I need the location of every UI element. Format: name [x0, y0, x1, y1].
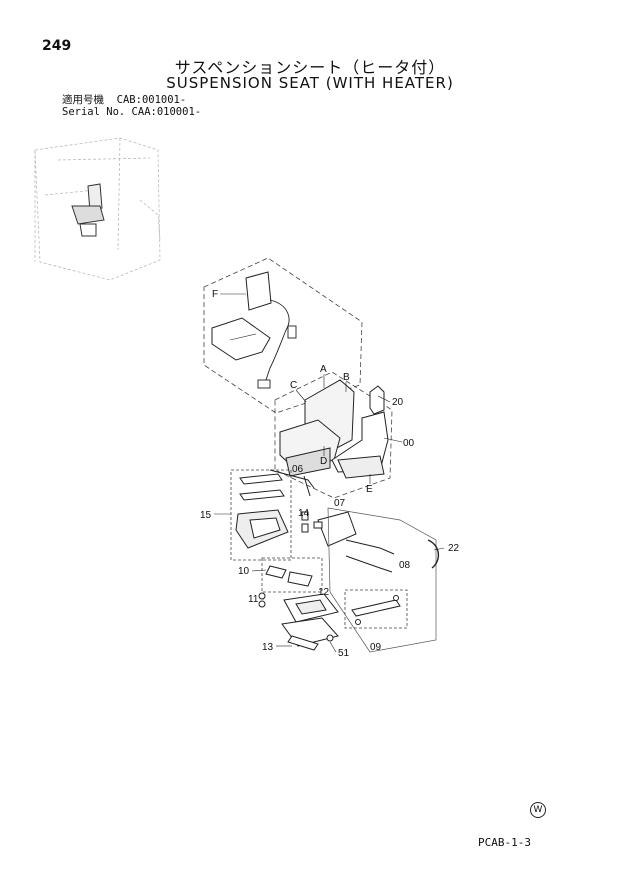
page-title-japanese: サスペンションシート（ヒータ付） [174, 58, 446, 77]
serial-value-1: CAB:001001- [116, 94, 187, 106]
page-code: PCAB-1-3 [478, 836, 531, 849]
callout-C: C [290, 380, 297, 391]
cab-locator-illustration [34, 137, 161, 281]
lever-dashed-box [327, 507, 437, 653]
serial-value-2: CAA:010001- [131, 106, 202, 118]
callout-12: 12 [318, 587, 330, 598]
cover-22 [427, 539, 439, 569]
cab-locator-seat [71, 183, 105, 237]
seat-illustration [279, 379, 355, 477]
serial-info: 適用号機 CAB:001001- Serial No. CAA:010001- [62, 94, 201, 118]
heater-wiring [257, 299, 297, 389]
callout-20: 20 [392, 397, 404, 408]
base-plate-12 [283, 593, 339, 623]
callout-F: F [212, 289, 218, 300]
slide-rails [235, 473, 289, 549]
callout-A: A [320, 364, 327, 375]
callout-22: 22 [448, 543, 460, 554]
serial-row-2: Serial No. CAA:010001- [62, 106, 201, 118]
lever-06 [269, 469, 315, 497]
serial-row-1: 適用号機 CAB:001001- [62, 94, 201, 106]
callout-09: 09 [370, 642, 382, 653]
hardware-bolts [258, 565, 313, 608]
callout-D: D [320, 456, 327, 467]
page-number: 249 [42, 38, 72, 54]
callout-B: B [343, 372, 350, 383]
callout-13: 13 [262, 642, 274, 653]
ww-mark: W [530, 802, 546, 818]
callout-06: 06 [292, 464, 304, 475]
frame-13 [281, 617, 339, 651]
seat-dashed-box [274, 371, 393, 499]
lever-08 [345, 539, 395, 573]
page-title-english: SUSPENSION SEAT (WITH HEATER) [166, 74, 454, 92]
callout-51: 51 [338, 648, 350, 659]
callout-E: E [366, 484, 373, 495]
callout-11: 11 [248, 594, 259, 605]
leader-lines [214, 293, 445, 653]
callout-08: 08 [399, 560, 411, 571]
callout-14: 14 [298, 508, 310, 519]
heater-pads [211, 271, 272, 361]
serial-label-2: Serial No. [62, 106, 126, 118]
hardware-dashed-box [261, 557, 323, 593]
serial-label-1: 適用号機 [62, 94, 104, 106]
suspension-frame [331, 385, 389, 479]
cylinder-dashed-box [344, 589, 408, 629]
bracket-07 [301, 511, 357, 547]
rails-dashed-box [230, 469, 292, 561]
callout-07: 07 [334, 498, 346, 509]
callout-15: 15 [200, 510, 212, 521]
cylinder-09 [351, 595, 401, 625]
callout-10: 10 [238, 566, 250, 577]
callout-00: 00 [403, 438, 415, 449]
